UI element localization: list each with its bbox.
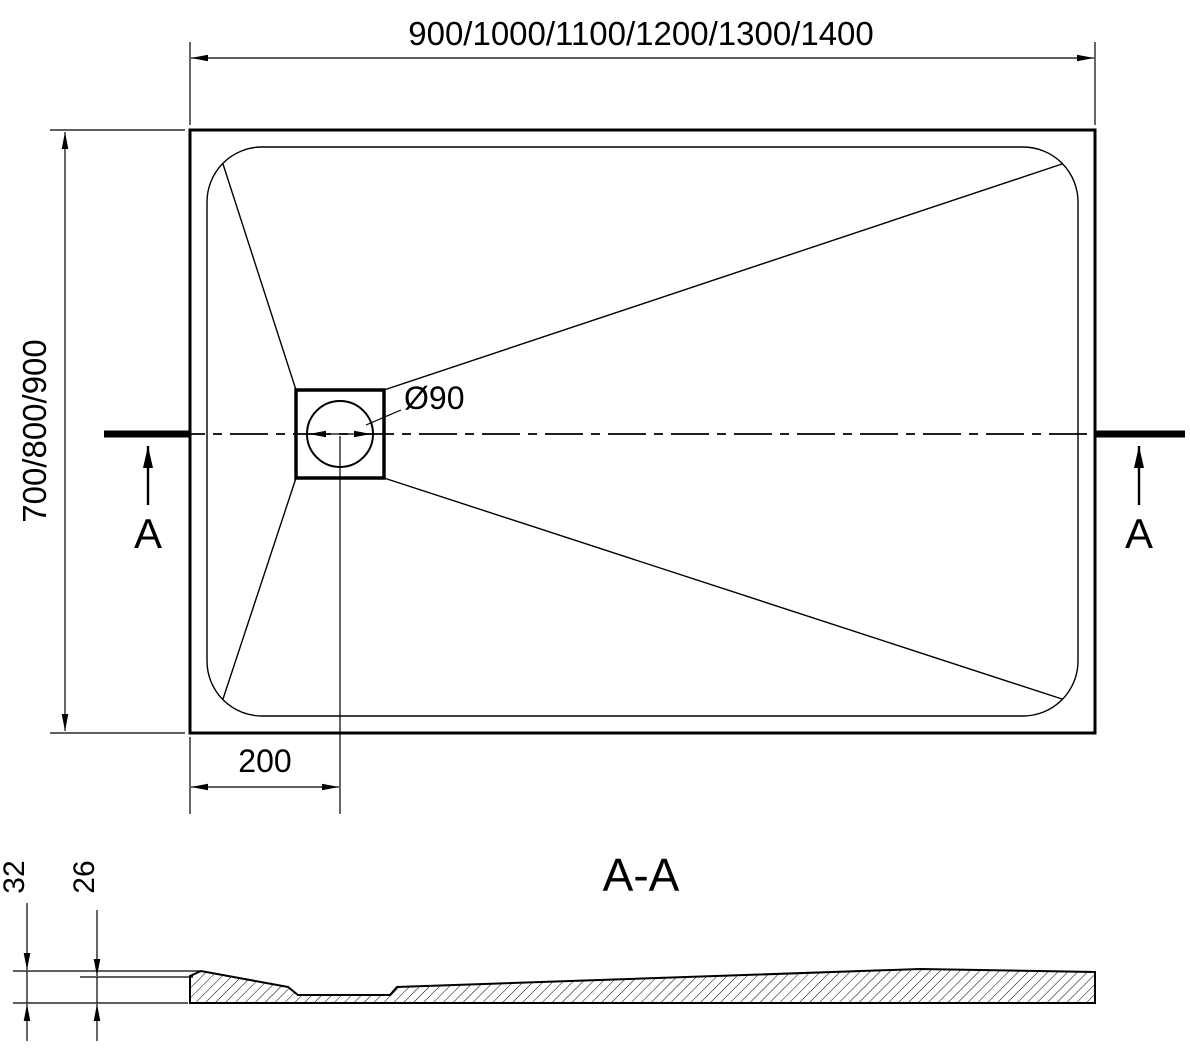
section-marker-left-label: A [134,510,162,557]
slope-line-top-left [222,163,297,391]
depth-dim-label: 700/800/900 [16,339,53,523]
section-marker-right-label: A [1125,510,1153,557]
tray-inner-outline [206,146,1079,717]
section-profile [189,967,1096,1004]
slope-line-top-right [383,163,1063,391]
tray-outer-outline [188,128,1097,735]
slope-line-bottom-right [383,477,1063,700]
top-view: Ø90 A A 900/1000/1100/1200/1300/1400 700… [16,15,1185,814]
section-view: A-A 32 26 [0,849,1096,1041]
basin-dim-label: 26 [68,860,101,893]
section-title: A-A [603,849,680,901]
offset-dim-label: 200 [238,743,291,779]
height-dim-label: 32 [0,860,31,893]
drain-leader-line [365,409,402,426]
drain-diameter-label: Ø90 [404,380,464,416]
width-dim-label: 900/1000/1100/1200/1300/1400 [408,15,874,52]
slope-line-bottom-left [222,477,297,700]
